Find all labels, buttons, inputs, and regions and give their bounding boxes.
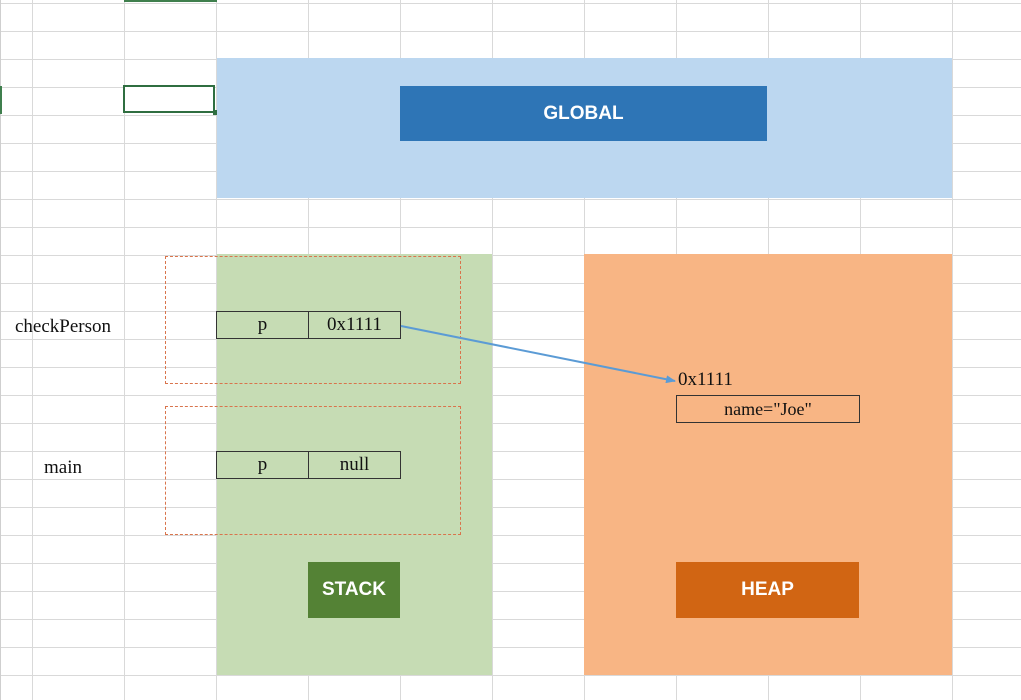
checkperson-frame-name: checkPerson <box>14 316 112 337</box>
grid-line-left <box>0 0 1 700</box>
checkperson-var-name: p <box>216 311 309 339</box>
column-header-highlight <box>124 0 217 2</box>
global-label: GLOBAL <box>400 86 767 141</box>
heap-object-field: name="Joe" <box>676 395 860 423</box>
main-var-value: null <box>308 451 401 479</box>
grid-line-col-a <box>124 0 125 700</box>
stack-label: STACK <box>308 562 400 618</box>
checkperson-var-value: 0x1111 <box>308 311 401 339</box>
main-frame <box>165 406 461 535</box>
checkperson-frame <box>165 256 461 384</box>
heap-object-address: 0x1111 <box>678 369 733 390</box>
main-frame-name: main <box>44 457 82 478</box>
main-var-name: p <box>216 451 309 479</box>
heap-label: HEAP <box>676 562 859 618</box>
row-header-highlight <box>0 86 2 114</box>
fill-handle[interactable] <box>213 110 218 115</box>
selected-cell[interactable] <box>123 85 215 113</box>
